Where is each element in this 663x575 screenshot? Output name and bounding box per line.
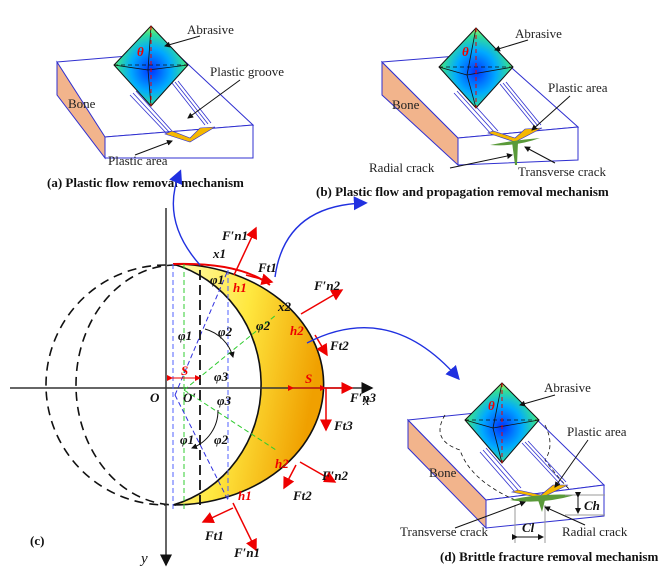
dashed-circle-2 <box>75 264 177 506</box>
caption-c: (c) <box>30 533 44 548</box>
force-ft1-top: Ft1 <box>257 260 277 275</box>
panel-b: θ Abrasive Plastic area Bone Radial crac… <box>316 26 609 199</box>
plastic-area-label: Plastic area <box>548 80 608 95</box>
plastic-area <box>164 126 216 143</box>
theta-label: θ <box>462 44 469 59</box>
transverse-crack-label: Transverse crack <box>518 164 606 179</box>
bone-front <box>457 126 579 166</box>
force-fn1-top: F′n1 <box>221 228 248 243</box>
radial-crack-label: Radial crack <box>562 524 628 539</box>
radial-crack <box>538 500 545 512</box>
origin-label: O <box>150 390 160 405</box>
ch-label: Ch <box>584 498 600 513</box>
caption-d: (d) Brittle fracture removal mechanism <box>440 549 658 564</box>
abrasive-label: Abrasive <box>515 26 562 41</box>
transverse-crack-label: Transverse crack <box>400 524 488 539</box>
transverse-crack <box>510 494 575 502</box>
plastic-groove-label: Plastic groove <box>210 64 284 79</box>
phi3-top: φ3 <box>214 369 229 384</box>
force-fn3: F′n3 <box>349 390 377 405</box>
caption-b: (b) Plastic flow and propagation removal… <box>316 184 609 199</box>
radial-crack <box>512 142 518 165</box>
h1-bottom: h1 <box>238 488 252 503</box>
flow-arrow-to-d <box>306 327 460 381</box>
h2-bottom: h2 <box>275 456 289 471</box>
panel-d: Ch Cl θ Abrasive Plastic area Bone Trans… <box>400 380 658 564</box>
theta-label: θ <box>488 398 495 413</box>
force-ft1-bottom: Ft1 <box>204 528 224 543</box>
force-fn2-bottom: F′n2 <box>321 468 349 483</box>
transverse-crack <box>490 138 540 146</box>
dashed-circle-1 <box>45 264 167 506</box>
phi2-mid: φ2 <box>218 324 233 339</box>
radial-crack-label: Radial crack <box>369 160 435 175</box>
panel-c: x y O O′ S S F′n1 Ft1 F′n2 Ft2 F′n3 F <box>10 169 460 567</box>
x1-label: x1 <box>212 246 226 261</box>
force-ft3: Ft3 <box>333 418 353 433</box>
phi2-top: φ2 <box>256 318 271 333</box>
bone-label: Bone <box>392 97 420 112</box>
theta-label: θ <box>137 44 144 59</box>
origin2-label: O′ <box>183 390 196 405</box>
plastic-area-label: Plastic area <box>567 424 627 439</box>
cl-label: Cl <box>522 520 535 535</box>
phi2-bottom: φ2 <box>214 432 229 447</box>
force-ft2-bottom: Ft2 <box>292 488 312 503</box>
x-axis-label: x <box>362 393 370 409</box>
force-fn2-top: F′n2 <box>313 278 341 293</box>
s-label-inner: S <box>181 363 188 378</box>
abrasive-label: Abrasive <box>544 380 591 395</box>
flow-arrow-to-b <box>274 196 368 278</box>
y-axis-label: y <box>139 551 148 567</box>
groove-lines <box>129 80 212 136</box>
bone-label: Bone <box>429 465 457 480</box>
h2-top: h2 <box>290 323 304 338</box>
phi3-bottom: φ3 <box>217 393 232 408</box>
phi1-top: φ1 <box>210 272 224 287</box>
phi1-bottom: φ1 <box>180 432 194 447</box>
force-fn1-bottom: F′n1 <box>233 545 260 560</box>
crescent-chip <box>172 263 325 506</box>
bone-label: Bone <box>68 96 96 111</box>
panel-a: θ Abrasive Plastic groove Bone Plastic a… <box>47 22 284 190</box>
abrasive-label: Abrasive <box>187 22 234 37</box>
caption-a: (a) Plastic flow removal mechanism <box>47 175 244 190</box>
x2-label: x2 <box>277 299 292 314</box>
s-label-outer: S <box>305 371 312 386</box>
phi1-mid: φ1 <box>178 328 192 343</box>
force-ft2-top: Ft2 <box>329 338 349 353</box>
plastic-area-label: Plastic area <box>108 153 168 168</box>
h1-top: h1 <box>233 280 247 295</box>
flow-arrow-to-a <box>169 169 201 266</box>
